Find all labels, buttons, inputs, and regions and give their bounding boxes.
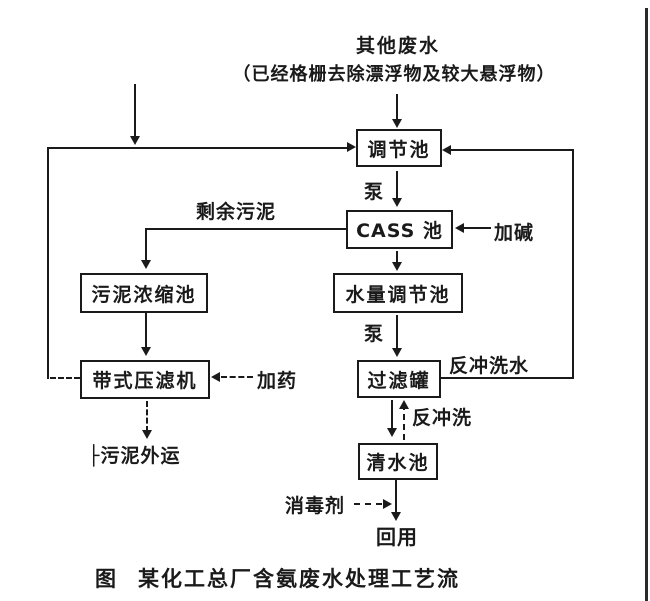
- line-sludge-disposal: [146, 401, 148, 432]
- line-left-influent: [134, 84, 136, 137]
- line-alkali: [464, 227, 491, 229]
- arrow-disinfectant-into-line: [383, 499, 392, 509]
- filter-tank-node: 过滤罐: [357, 360, 441, 398]
- line-excess-sludge-vertical: [145, 228, 147, 261]
- clear-water-tank-node: 清水池: [358, 443, 438, 480]
- arrow-into-cass-tank: [392, 198, 402, 207]
- line-left-return-top: [48, 147, 347, 149]
- sludge-disposal-text: 污泥外运: [100, 445, 181, 467]
- line-backwash-bottom: [441, 377, 574, 379]
- arrow-to-reuse: [391, 512, 401, 521]
- belt-filter-press-node: 带式压滤机: [80, 360, 210, 399]
- line-disinfectant: [354, 503, 382, 505]
- arrow-into-regulating-tank: [392, 119, 402, 128]
- sludge-thickener-node: 污泥浓缩池: [80, 273, 208, 313]
- line-backwash-top: [451, 149, 574, 151]
- arrow-sludge-disposal: [142, 430, 152, 439]
- other-wastewater-label: 其他废水: [355, 35, 440, 57]
- disinfectant-label: 消毒剂: [285, 495, 346, 517]
- line-filtrate-from-press: [50, 377, 80, 379]
- arrow-into-flowreg-tank: [392, 262, 402, 271]
- line-pump1: [396, 171, 398, 199]
- line-backwash-up: [403, 404, 405, 440]
- line-backwash-vertical: [572, 149, 574, 379]
- sludge-disposal-tick: ├: [88, 445, 101, 467]
- line-pump2: [396, 315, 398, 349]
- line-cass-to-flowreg: [396, 251, 398, 263]
- cass-tank-node: CASS 池: [346, 210, 453, 249]
- reuse-label: 回用: [376, 525, 418, 549]
- chemical-dosing-label: 加药: [257, 370, 298, 392]
- arrow-alkali-into-cass: [455, 223, 464, 233]
- pump-label-1: 泵: [364, 181, 385, 203]
- line-left-return-vertical: [47, 147, 49, 379]
- line-chemical-dosing: [221, 376, 253, 378]
- arrow-return-into-regulating-tank: [347, 142, 356, 152]
- sludge-disposal-label: ├污泥外运: [88, 441, 180, 468]
- line-excess-sludge-horizontal: [146, 228, 346, 230]
- excess-sludge-label: 剩余污泥: [196, 201, 277, 223]
- backwash-water-label: 反冲洗水: [449, 355, 530, 377]
- backwash-label: 反冲洗: [412, 407, 473, 429]
- pump-label-2: 泵: [364, 323, 385, 345]
- figure-caption-title: 某化工总厂含氨废水处理工艺流: [138, 567, 460, 591]
- line-filter-to-clearwater: [391, 400, 393, 429]
- figure-caption: 图某化工总厂含氨废水处理工艺流: [95, 563, 460, 593]
- line-clearwater-to-reuse: [395, 480, 397, 513]
- arrow-into-filter-tank: [392, 348, 402, 357]
- regulating-tank-node: 调节池: [356, 129, 442, 167]
- line-influent-drop: [396, 94, 398, 121]
- scan-edge-line: [645, 8, 648, 601]
- arrow-backwash-into-regulating-tank: [442, 145, 451, 155]
- alkali-dosing-label: 加碱: [494, 222, 535, 244]
- flow-regulating-tank-node: 水量调节池: [333, 273, 463, 313]
- figure-caption-fig: 图: [95, 567, 118, 591]
- arrow-into-sludge-thickener: [141, 260, 151, 269]
- line-thickener-to-press: [145, 313, 147, 348]
- pretreatment-note: （已经格栅去除漂浮物及较大悬浮物）: [232, 64, 556, 85]
- arrow-backwash-into-filter: [399, 400, 409, 409]
- arrow-chemical-into-press: [211, 372, 220, 382]
- arrow-into-belt-press: [141, 347, 151, 356]
- arrow-into-clearwater-tank: [387, 428, 397, 437]
- arrow-left-influent: [130, 136, 140, 145]
